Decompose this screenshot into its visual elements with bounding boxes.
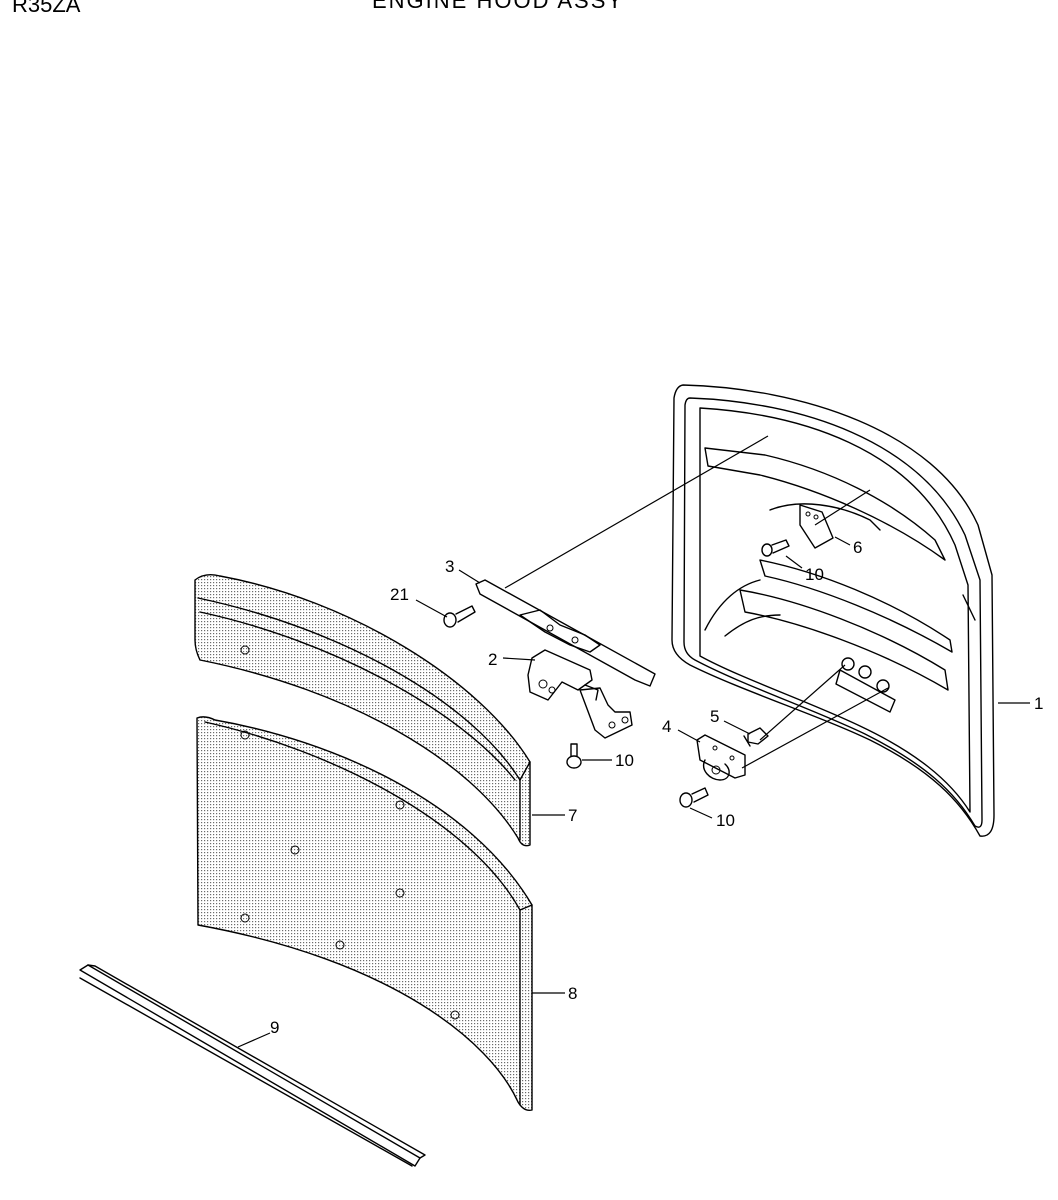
bolt-10-hinge xyxy=(566,743,582,769)
model-code: R35ZA xyxy=(12,0,81,17)
leader-lines xyxy=(237,536,1030,1048)
page-title: ENGINE HOOD ASSY xyxy=(372,0,625,13)
bolt-5 xyxy=(743,727,769,747)
bolt-10-upper xyxy=(761,539,790,557)
bolt-10-lower xyxy=(679,787,709,808)
callout-1: 1 xyxy=(1034,694,1043,713)
callout-9: 9 xyxy=(270,1018,279,1037)
callout-10c: 10 xyxy=(716,811,735,830)
callout-6: 6 xyxy=(853,538,862,557)
insulation-pad-upper xyxy=(194,573,531,847)
callout-3: 3 xyxy=(445,557,454,576)
hinge-plate xyxy=(475,579,656,687)
callout-10b: 10 xyxy=(615,751,634,770)
seal-strip xyxy=(79,964,426,1167)
hood-bracket xyxy=(799,504,834,549)
assembly-lines xyxy=(504,435,889,769)
callout-10a: 10 xyxy=(805,565,824,584)
bolt-21 xyxy=(443,605,476,628)
callout-5: 5 xyxy=(710,707,719,726)
callout-4: 4 xyxy=(662,717,671,736)
callout-2: 2 xyxy=(488,650,497,669)
hood-latch xyxy=(696,734,746,781)
hinge xyxy=(527,649,633,739)
insulation-pad-lower xyxy=(196,716,533,1112)
callout-8: 8 xyxy=(568,984,577,1003)
callout-numbers: 1 2 3 4 5 6 7 8 9 10 10 10 21 xyxy=(270,538,1043,1037)
callout-7: 7 xyxy=(568,806,577,825)
engine-hood xyxy=(671,384,995,837)
callout-21: 21 xyxy=(390,585,409,604)
